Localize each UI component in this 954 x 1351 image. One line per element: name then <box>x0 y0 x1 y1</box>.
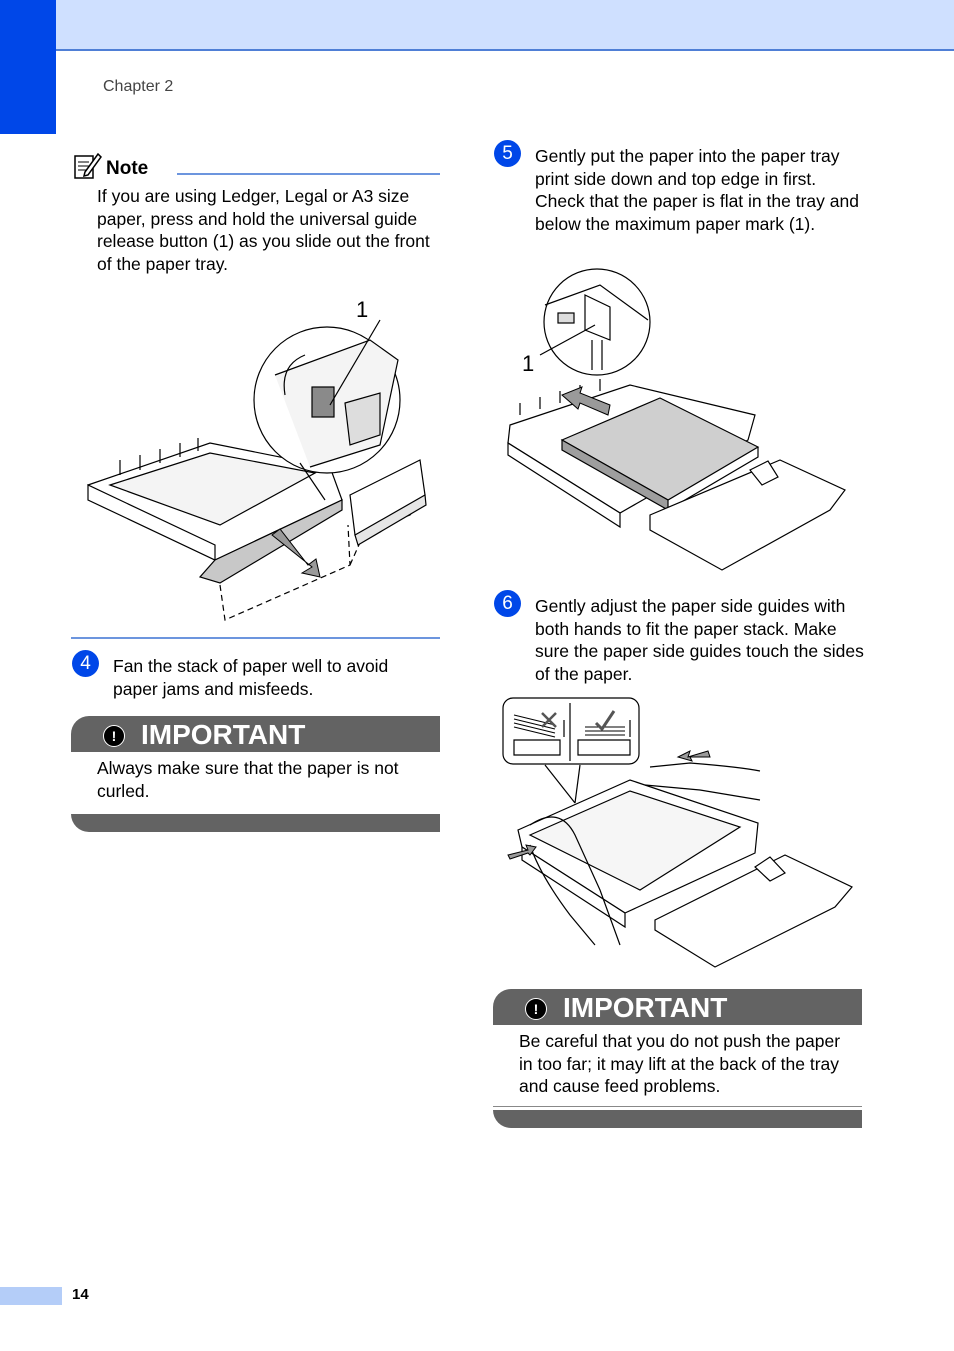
chapter-label: Chapter 2 <box>103 78 174 95</box>
important-box-2: ! IMPORTANT Be careful that you do not p… <box>493 989 862 1128</box>
step-5-number: 5 <box>494 140 521 167</box>
side-guides-figure <box>502 697 853 968</box>
release-callout: 1 <box>356 297 368 322</box>
note-header: Note <box>72 150 440 180</box>
tray-release-figure: 1 <box>87 297 427 621</box>
note-end-rule <box>71 637 440 639</box>
check-icon <box>594 710 616 732</box>
important-footer-2 <box>493 1109 862 1128</box>
important-text-2: Be careful that you do not push the pape… <box>519 1031 841 1096</box>
note-rule <box>177 173 440 175</box>
step-4-number: 4 <box>72 650 99 677</box>
cross-icon <box>541 712 557 728</box>
important-title-2: IMPORTANT <box>563 992 728 1023</box>
page-number: 14 <box>72 1286 89 1303</box>
step-6-number: 6 <box>494 590 521 617</box>
exclamation-icon: ! <box>103 725 125 747</box>
note-text: If you are using Ledger, Legal or A3 siz… <box>97 186 430 274</box>
important-header-2: ! IMPORTANT <box>493 989 862 1025</box>
important-divider-2 <box>493 1105 862 1107</box>
note-label: Note <box>106 158 149 179</box>
step-5-text: Gently put the paper into the paper tray… <box>535 146 859 234</box>
step-6-text: Gently adjust the paper side guides with… <box>535 596 864 684</box>
important-header-1: ! IMPORTANT <box>71 716 440 752</box>
footer-tab <box>0 1287 62 1305</box>
important-title-1: IMPORTANT <box>141 719 306 750</box>
paper-mark-figure: 1 <box>507 268 846 571</box>
note-pencil-icon <box>74 152 102 179</box>
important-footer-1 <box>71 814 440 832</box>
header-band <box>0 0 954 51</box>
step-4-text: Fan the stack of paper well to avoid pap… <box>113 656 389 699</box>
mark-callout: 1 <box>522 351 534 376</box>
chapter-tab <box>0 0 56 134</box>
exclamation-icon: ! <box>525 998 547 1020</box>
important-text-1: Always make sure that the paper is not c… <box>97 758 399 801</box>
important-box-1: ! IMPORTANT Always make sure that the pa… <box>71 716 440 832</box>
